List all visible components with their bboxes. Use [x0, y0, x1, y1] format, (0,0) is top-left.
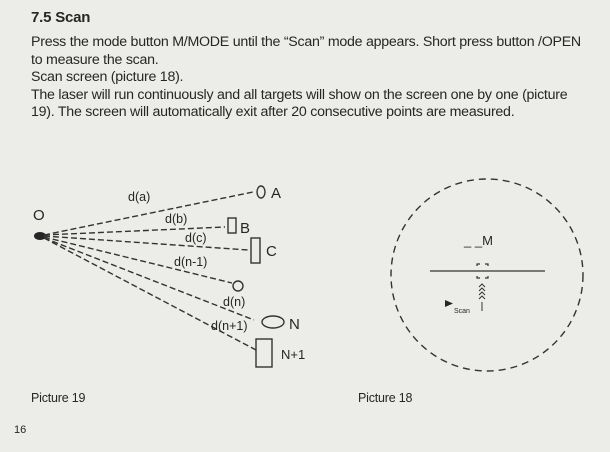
- target-b-label: B: [240, 220, 250, 237]
- paragraph-mode: Press the mode button M/MODE until the “…: [31, 34, 581, 68]
- target-n-plus-1-label: N+1: [281, 347, 305, 362]
- scan-rays: [43, 191, 257, 351]
- distance-label-n-minus-1: d(n-1): [174, 255, 207, 269]
- instructions-text: Press the mode button M/MODE until the “…: [31, 34, 591, 122]
- crosshair-reticle-icon: [476, 263, 489, 279]
- paragraph-continuous: The laser will run continuously and all …: [31, 86, 568, 121]
- page-number: 16: [14, 424, 27, 436]
- viewfinder-circle: [390, 178, 584, 372]
- origin-label: O: [33, 207, 45, 224]
- target-a-label: A: [271, 185, 281, 202]
- target-c-box: [250, 237, 261, 264]
- target-n-minus-1-circle: [232, 280, 244, 292]
- target-n-plus-1-box: [255, 338, 273, 368]
- target-n-label: N: [289, 316, 300, 333]
- target-b-box: [227, 217, 237, 234]
- laser-arrow-icon: [445, 300, 453, 307]
- ray-b: [43, 226, 226, 236]
- target-a-circle: [256, 185, 266, 199]
- picture-18-screen: _ _M Scan: [390, 178, 584, 372]
- picture-18-caption: Picture 18: [358, 391, 413, 405]
- ray-n: [43, 237, 255, 321]
- target-n-circle: [261, 315, 285, 329]
- target-c-label: C: [266, 243, 277, 260]
- section-title: 7.5 Scan: [31, 9, 91, 26]
- picture-19-caption: Picture 19: [31, 391, 86, 405]
- distance-label-n: d(n): [223, 295, 245, 309]
- distance-label-b: d(b): [165, 212, 187, 226]
- scan-mode-label: Scan: [454, 308, 470, 315]
- picture-19-diagram: O d(a) d(b) d(c) d(n-1) d(n) d(n+1) A: [33, 185, 305, 368]
- ray-n-minus-1: [43, 236, 233, 284]
- device-icon: [34, 232, 46, 240]
- paragraph-scan-screen: Scan screen (picture 18).: [31, 69, 184, 86]
- display-value: _ _M: [463, 233, 493, 248]
- ray-c: [43, 235, 249, 251]
- distance-label-a: d(a): [128, 190, 150, 204]
- distance-label-n-plus-1: d(n+1): [211, 319, 247, 333]
- scan-chevrons-icon: [478, 283, 486, 311]
- distance-label-c: d(c): [185, 231, 207, 245]
- ray-n-plus-1: [43, 237, 257, 351]
